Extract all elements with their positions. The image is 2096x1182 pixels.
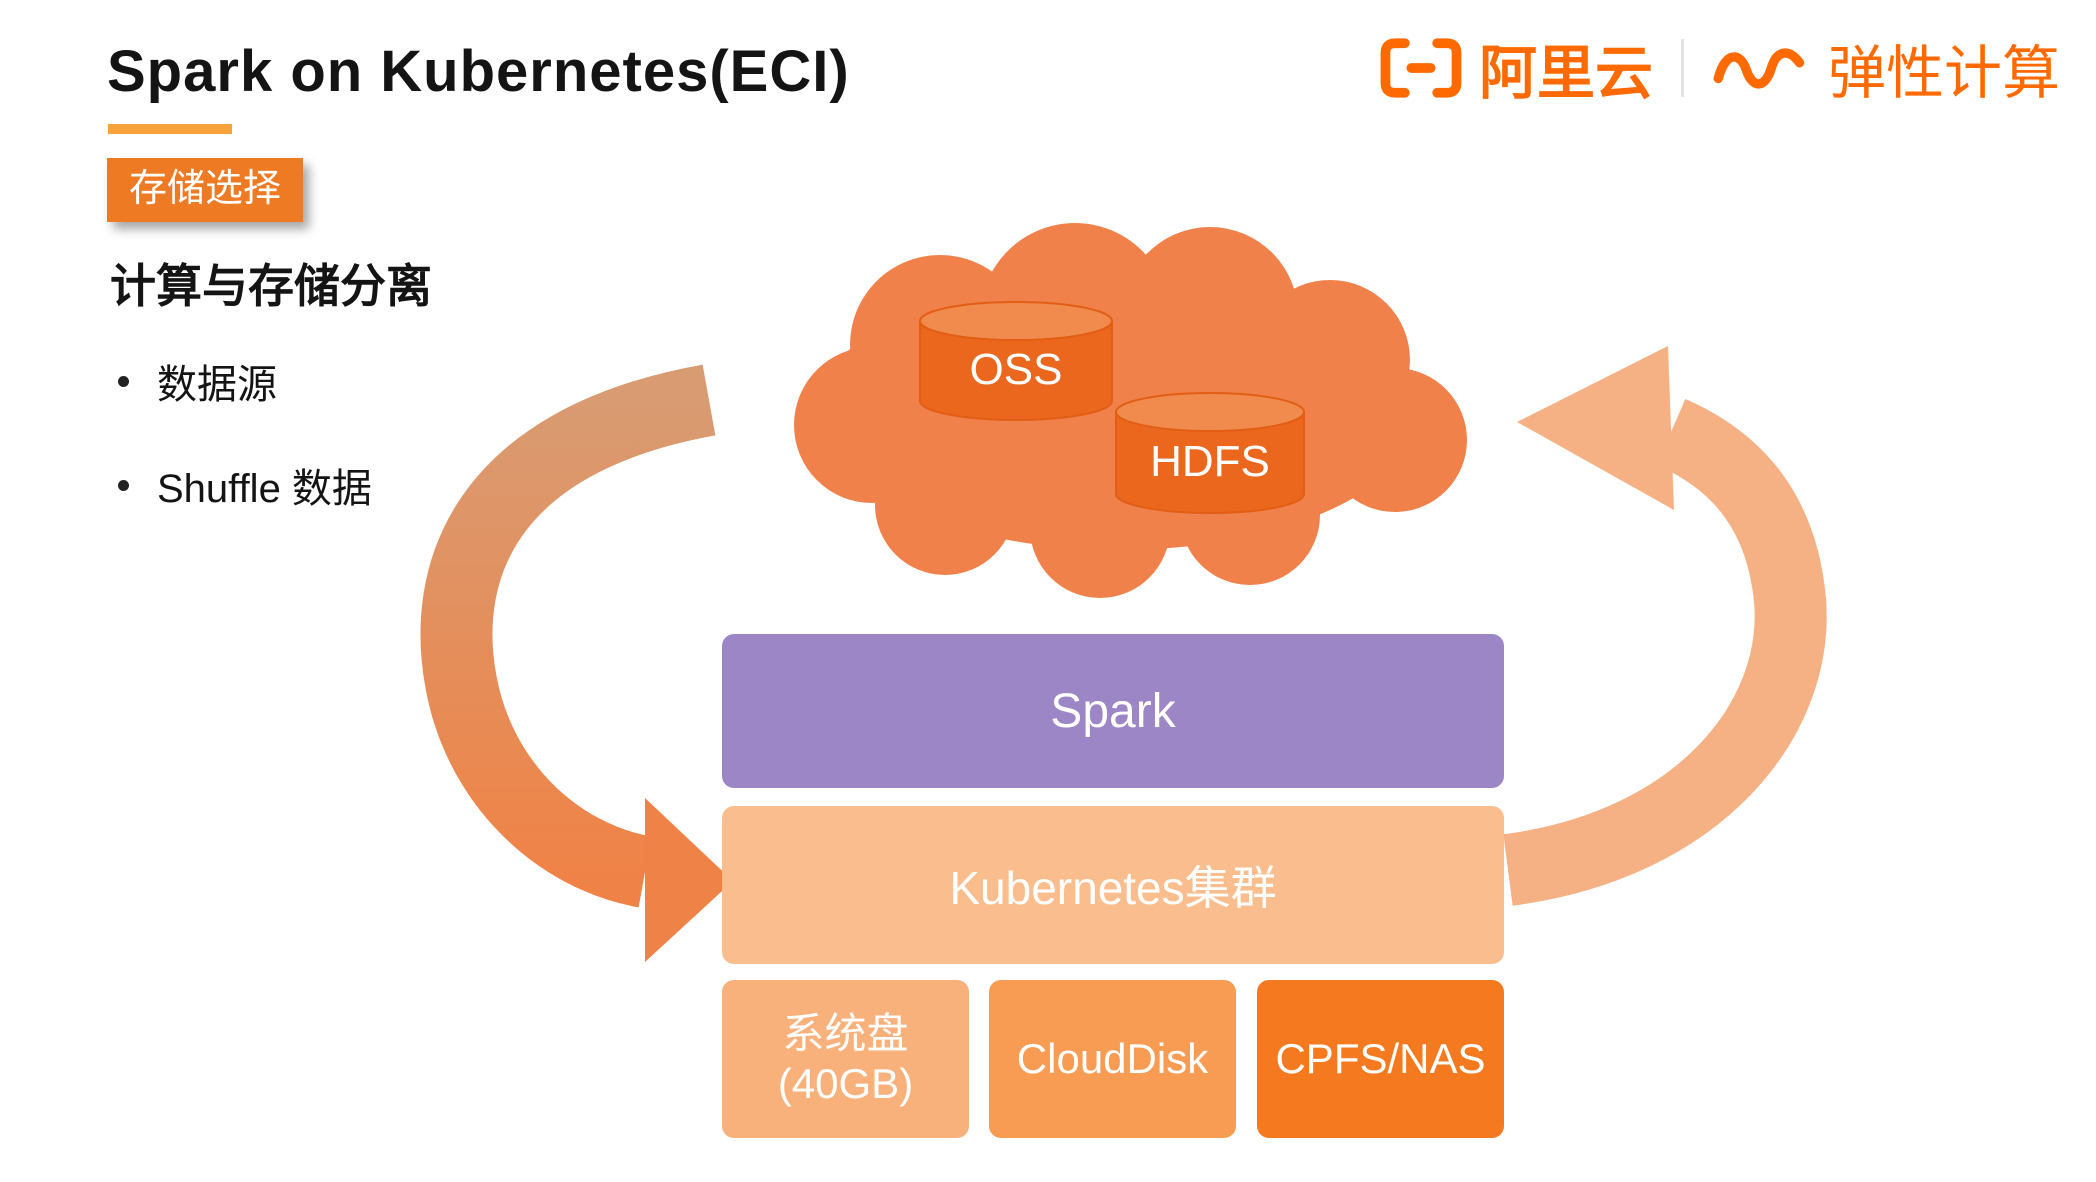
- left-flow-arrow: [420, 364, 733, 962]
- logo-divider: [1680, 39, 1684, 97]
- title-underline: [108, 124, 232, 134]
- kubernetes-cluster-box: Kubernetes集群: [722, 806, 1504, 964]
- bullet-label: Shuffle 数据: [157, 467, 372, 511]
- logo-brand-text: 阿里云: [1478, 41, 1653, 106]
- bullet-item-shuffle-data: Shuffle 数据: [118, 456, 372, 514]
- bullet-dot: [118, 375, 129, 387]
- bullet-list: 数据源 Shuffle 数据: [118, 352, 372, 560]
- alibaba-cloud-brackets-icon: [1380, 38, 1462, 98]
- oss-cylinder-icon: OSS: [919, 301, 1113, 421]
- spark-layer-box: Spark: [722, 634, 1504, 788]
- section-subtitle: 计算与存储分离: [110, 260, 432, 312]
- cloud-disk-box: CloudDisk: [989, 980, 1236, 1138]
- alibaba-cloud-logo: 阿里云 弹性计算: [1379, 28, 2060, 108]
- bullet-item-data-source: 数据源: [118, 352, 372, 410]
- hdfs-label: HDFS: [1150, 437, 1270, 486]
- right-flow-arrow: [1502, 346, 1827, 906]
- page-title: Spark on Kubernetes(ECI): [107, 39, 850, 104]
- oss-label: OSS: [970, 345, 1063, 394]
- elastic-compute-wave-icon: [1713, 48, 1805, 89]
- hdfs-cylinder-icon: HDFS: [1115, 392, 1305, 514]
- bullet-dot: [118, 479, 129, 491]
- system-disk-box: 系统盘 (40GB): [722, 980, 969, 1138]
- cpfs-nas-box: CPFS/NAS: [1257, 980, 1504, 1138]
- bullet-label: 数据源: [157, 363, 277, 407]
- storage-selection-badge: 存储选择: [107, 158, 304, 222]
- logo-product-text: 弹性计算: [1827, 41, 2060, 106]
